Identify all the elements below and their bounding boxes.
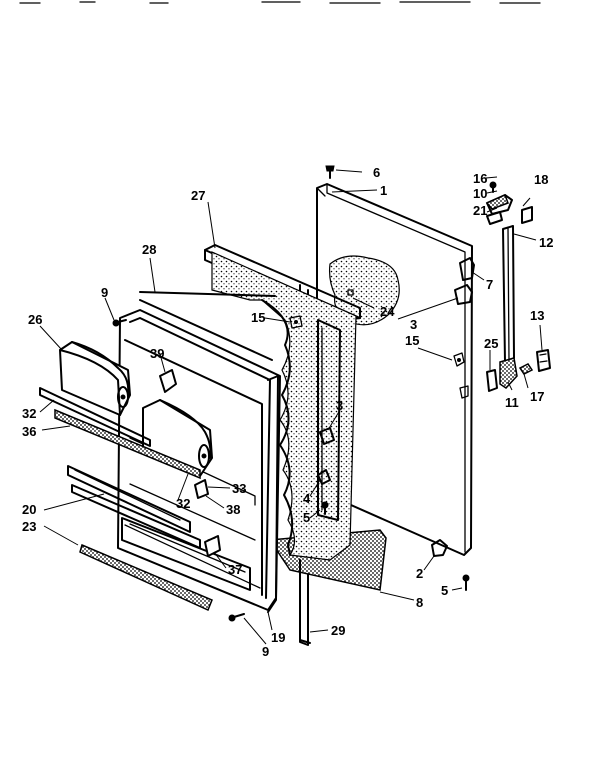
callout-9-top: 9 (101, 285, 108, 300)
callout-12: 12 (539, 235, 553, 250)
callout-6: 6 (373, 165, 380, 180)
door-handle (485, 181, 551, 392)
bin-clip-39 (159, 369, 177, 393)
leader-lines (39, 169, 543, 645)
callout-29: 29 (331, 623, 345, 638)
callout-8: 8 (416, 595, 423, 610)
outer-door-panel (316, 183, 475, 557)
top-pin (325, 165, 335, 179)
callout-5-left: 5 (303, 510, 310, 525)
upper-bin (59, 341, 131, 416)
callout-15-right: 15 (405, 333, 419, 348)
callout-20: 20 (22, 502, 36, 517)
callout-2: 2 (416, 566, 423, 581)
callout-19: 19 (271, 630, 285, 645)
callout-5-right: 5 (441, 583, 448, 598)
callout-9-bottom: 9 (262, 644, 269, 659)
callout-28: 28 (142, 242, 156, 257)
callout-3-top: 3 (410, 317, 417, 332)
hinge-bracket-parts (317, 427, 335, 515)
callout-32-left: 32 (22, 406, 36, 421)
bottom-hinge-parts (462, 574, 470, 591)
callout-33: 33 (232, 481, 246, 496)
callout-26: 26 (28, 312, 42, 327)
callout-11: 11 (505, 395, 519, 410)
callout-25: 25 (484, 336, 498, 351)
clip-15 (289, 315, 303, 329)
callout-13: 13 (530, 308, 544, 323)
callout-labels: 6 1 16 10 21 18 12 7 24 3 15 25 13 17 11… (22, 165, 553, 659)
callout-32-mid: 32 (176, 496, 190, 511)
callout-21: 21 (473, 203, 487, 218)
callout-36: 36 (22, 424, 36, 439)
callout-1: 1 (380, 183, 387, 198)
callout-38: 38 (226, 502, 240, 517)
callout-4: 4 (303, 491, 311, 506)
callout-16: 16 (473, 171, 487, 186)
callout-7: 7 (486, 277, 493, 292)
callout-18: 18 (534, 172, 548, 187)
callout-39: 39 (150, 346, 164, 361)
retainers (194, 479, 221, 557)
door-gasket (204, 244, 387, 646)
callout-24: 24 (380, 304, 395, 319)
callout-23: 23 (22, 519, 36, 534)
callout-37: 37 (228, 562, 242, 577)
callout-3-mid: 3 (336, 398, 343, 413)
screws (112, 319, 245, 622)
trim-strips (39, 387, 213, 612)
scan-artifacts (19, 1, 541, 4)
callout-17: 17 (530, 389, 544, 404)
callout-10: 10 (473, 186, 487, 201)
callout-27: 27 (191, 188, 205, 203)
callout-15-left: 15 (251, 310, 265, 325)
